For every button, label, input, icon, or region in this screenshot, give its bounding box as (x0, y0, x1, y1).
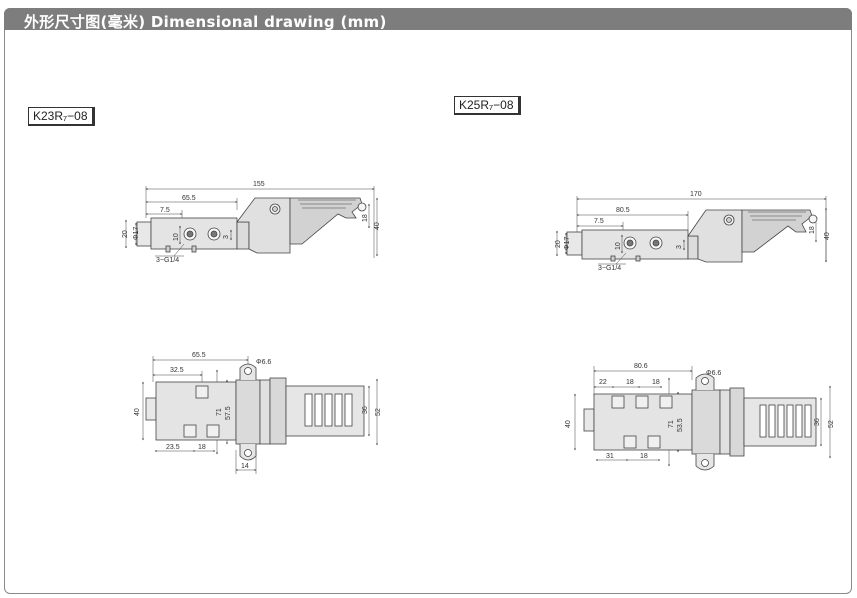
right-side-view (556, 196, 827, 265)
dim-31: 31 (606, 453, 614, 460)
dim-7-5-r: 7.5 (594, 218, 604, 225)
dim-10: 10 (173, 233, 180, 241)
port-label: 3−G1/4 (156, 257, 179, 264)
dim-80-6: 80.6 (634, 363, 648, 370)
right-top-dimensions: 80.6 Φ6.6 22 18 18 40 53.5 71 36 52 31 1… (565, 363, 835, 460)
dim-18b: 18 (652, 379, 660, 386)
right-top-view (574, 366, 831, 471)
dim-18-r: 18 (809, 226, 816, 234)
dim-170: 170 (690, 191, 702, 198)
dim-53-5: 53.5 (677, 418, 684, 432)
dim-20: 20 (122, 230, 129, 238)
dim-52-r: 52 (828, 420, 835, 428)
dim-155: 155 (253, 181, 265, 188)
dim-40-top: 40 (134, 408, 141, 416)
model-label-right: K25R₇−08 (454, 96, 521, 115)
right-side-dimensions: 170 80.5 7.5 20 Φ17 10 3 18 40 3−G1/4 (555, 191, 831, 272)
dim-18-top: 18 (198, 444, 206, 451)
dim-10-r: 10 (615, 242, 622, 250)
left-top-view (142, 356, 378, 474)
dim-18c: 18 (640, 453, 648, 460)
dim-57-5: 57.5 (225, 406, 232, 420)
dim-32-5: 32.5 (170, 367, 184, 374)
dim-40-top-r: 40 (565, 420, 572, 428)
dim-36: 36 (362, 406, 369, 414)
dim-40: 40 (374, 222, 381, 230)
dim-3-r: 3 (676, 245, 683, 249)
dim-80-5: 80.5 (616, 207, 630, 214)
dim-3: 3 (223, 235, 230, 239)
dim-52: 52 (375, 408, 382, 416)
left-side-view (125, 186, 378, 258)
dim-phi17-r: Φ17 (564, 237, 571, 250)
port-label-r: 3−G1/4 (598, 265, 621, 272)
page-title: 外形尺寸图(毫米) Dimensional drawing (mm) (24, 13, 387, 31)
dim-65-5-top: 65.5 (192, 352, 206, 359)
dim-14: 14 (241, 463, 249, 470)
dim-phi17: Φ17 (133, 227, 140, 240)
dim-18a: 18 (626, 379, 634, 386)
dim-71-r: 71 (668, 420, 675, 428)
left-side-dimensions: 155 65.5 7.5 20 Φ17 10 3 18 40 3−G1/4 (122, 181, 381, 264)
dim-20-r: 20 (555, 240, 562, 248)
dim-22: 22 (599, 379, 607, 386)
dim-7-5: 7.5 (160, 207, 170, 214)
section-banner: 外形尺寸图(毫米) Dimensional drawing (mm) (4, 8, 852, 31)
dim-18: 18 (362, 214, 369, 222)
dim-hole: Φ6.6 (256, 359, 271, 366)
model-label-left: K23R₇−08 (28, 107, 95, 126)
dim-23-5: 23.5 (166, 444, 180, 451)
dim-71: 71 (216, 408, 223, 416)
dim-65-5: 65.5 (182, 195, 196, 202)
left-top-dimensions: 65.5 Φ6.6 32.5 40 57.5 71 36 52 23.5 18 … (134, 352, 382, 470)
dim-40-r: 40 (824, 232, 831, 240)
dim-hole-r: Φ6.6 (706, 370, 721, 377)
dim-36-r: 36 (814, 418, 821, 426)
drawing-frame (4, 8, 852, 594)
